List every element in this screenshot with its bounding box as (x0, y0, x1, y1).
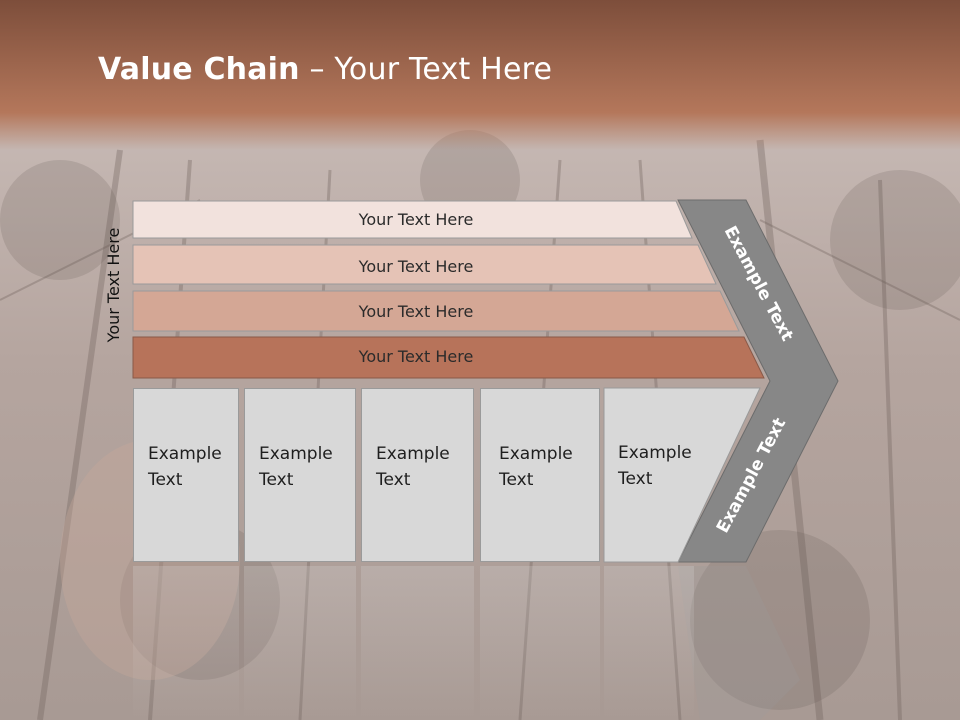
support-bar-1-label: Your Text Here (358, 210, 474, 229)
chevron-reflection (678, 566, 800, 720)
primary-box-5-reflection (604, 566, 694, 720)
primary-box-3-reflection (361, 566, 474, 720)
primary-box-2-reflection (244, 566, 356, 720)
page-title: Value Chain – Your Text Here (98, 52, 552, 87)
chevron-arrow (677, 199, 839, 563)
primary-box-4-reflection (480, 566, 600, 720)
header-band (0, 0, 960, 150)
support-bar-3 (132, 290, 740, 332)
title-rest: – Your Text Here (299, 52, 553, 87)
title-bold: Value Chain (98, 52, 300, 87)
support-bar-2-label: Your Text Here (358, 257, 474, 276)
primary-box-1-reflection (133, 566, 239, 720)
support-bar-2 (132, 244, 717, 285)
support-bar-4-label: Your Text Here (358, 347, 474, 366)
support-bar-3-label: Your Text Here (358, 302, 474, 321)
support-bar-1 (132, 200, 693, 239)
primary-box-5-shape (603, 387, 761, 563)
support-bar-4 (132, 336, 765, 379)
